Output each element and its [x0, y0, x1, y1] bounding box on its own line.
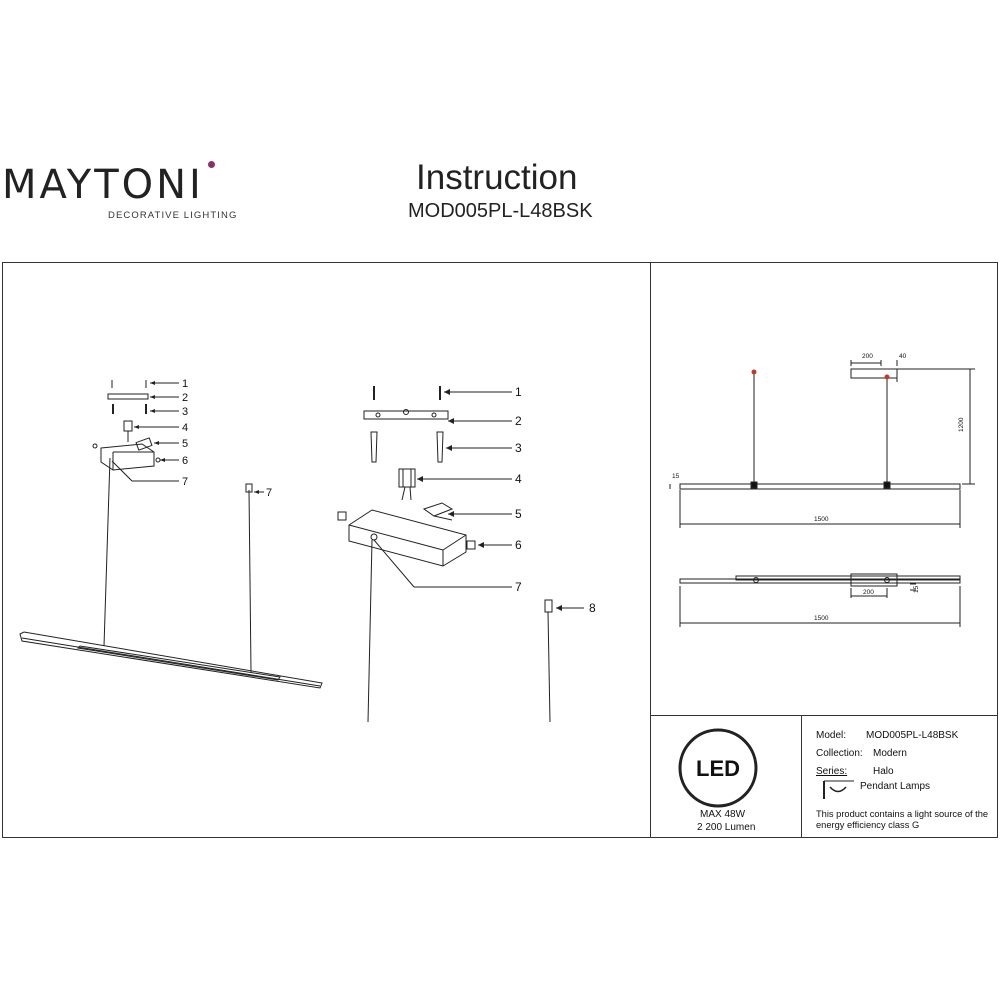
callout-left-7b: 7: [266, 487, 272, 499]
spec-divider: [801, 715, 802, 838]
dim-body-length: 1500: [814, 516, 829, 523]
callout-mid-5: 5: [515, 507, 522, 521]
dimension-labels: 200 40 1200 15 1500 200 15 1500: [672, 353, 965, 622]
callout-mid-7: 7: [515, 580, 522, 594]
mount-point-marker: [751, 369, 757, 375]
mount-point-marker-2: [884, 374, 890, 380]
dim-plan-height: 15: [913, 585, 920, 593]
type-value: Pendant Lamps: [860, 781, 931, 792]
callout-left-7: 7: [182, 476, 188, 488]
callout-left-5: 5: [182, 438, 188, 450]
callout-mid-1: 1: [515, 385, 522, 399]
middle-callouts: 1 2 3 4 5 6 7 8: [515, 385, 596, 615]
led-lumen: 2 200 Lumen: [697, 822, 756, 833]
led-power: MAX 48W: [700, 809, 746, 820]
plan-drawing: [679, 573, 961, 627]
callout-left-4: 4: [182, 422, 188, 434]
callout-mid-6: 6: [515, 538, 522, 552]
elevation-drawing: [669, 360, 975, 528]
callout-left-1: 1: [182, 378, 188, 390]
energy-note-line2: energy efficiency class G: [816, 820, 920, 830]
model-value: MOD005PL-L48BSK: [866, 730, 959, 741]
left-callouts: 1 2 3 4 5 6 7 7: [182, 378, 272, 499]
dim-canopy-width: 200: [862, 353, 873, 360]
logo-dot-icon: [208, 161, 215, 168]
logo-tagline: DECORATIVE LIGHTING: [108, 210, 238, 221]
callout-mid-8: 8: [589, 601, 596, 615]
led-icon: LED: [696, 756, 740, 781]
callout-mid-4: 4: [515, 472, 522, 486]
callout-left-3: 3: [182, 406, 188, 418]
middle-exploded-drawing: [337, 386, 584, 723]
callout-mid-3: 3: [515, 441, 522, 455]
model-label: Model:: [816, 730, 847, 741]
brand-logo: MAYTONI: [2, 162, 204, 208]
dim-drop-height: 1200: [958, 417, 965, 432]
series-value: Halo: [873, 766, 894, 777]
dim-body-height: 15: [672, 473, 680, 480]
left-pendant-drawing: [19, 380, 323, 689]
dim-plan-length: 1500: [814, 615, 829, 622]
instruction-frame: [2, 262, 998, 838]
dim-canopy-height: 40: [899, 353, 907, 360]
logo-text: MAYTONI: [2, 162, 204, 208]
callout-left-2: 2: [182, 392, 188, 404]
pendant-lamp-icon: [823, 780, 854, 799]
callout-left-6: 6: [182, 455, 188, 467]
page-title: Instruction: [416, 158, 578, 197]
dim-plan-canopy: 200: [863, 589, 874, 596]
collection-label: Collection:: [816, 748, 863, 759]
series-label: Series:: [816, 766, 848, 777]
energy-note-line1: This product contains a light source of …: [816, 809, 989, 819]
callout-mid-2: 2: [515, 414, 522, 428]
panel-divider-vertical: [650, 262, 651, 838]
model-code-heading: MOD005PL-L48BSK: [408, 200, 593, 222]
panel-divider-horizontal: [650, 715, 998, 716]
collection-value: Modern: [873, 748, 907, 759]
